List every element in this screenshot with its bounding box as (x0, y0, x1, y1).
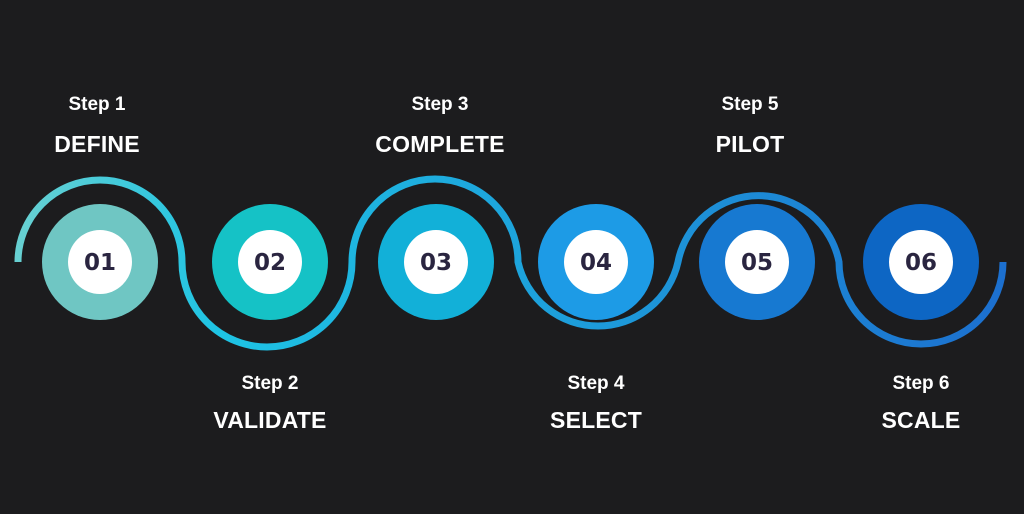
step-6-label: Step 6 (892, 373, 950, 394)
step-5-node: 05 (699, 204, 815, 320)
step-1-label: Step 1 (68, 94, 126, 115)
step-2-node: 02 (212, 204, 328, 320)
step-2-number: 02 (254, 250, 286, 276)
step-2-label: Step 2 (241, 373, 299, 394)
step-5-badge (725, 230, 789, 294)
step-6-title: SCALE (881, 407, 961, 433)
step-5-label: Step 5 (721, 94, 779, 115)
step-4-badge (564, 230, 628, 294)
step-6-badge (889, 230, 953, 294)
step-3-title: COMPLETE (375, 131, 505, 157)
step-4-number: 04 (580, 250, 612, 276)
step-1-number: 01 (84, 250, 116, 276)
wave-path (14, 175, 1007, 351)
step-1-title: DEFINE (54, 131, 140, 157)
step-4-title: SELECT (550, 407, 642, 433)
step-3-badge (404, 230, 468, 294)
step-6-number: 06 (905, 250, 937, 276)
step-1-badge (68, 230, 132, 294)
step-4-label: Step 4 (567, 373, 625, 394)
step-1-node: 01 (42, 204, 158, 320)
step-2-title: VALIDATE (213, 407, 327, 433)
step-3-label: Step 3 (411, 94, 469, 115)
step-6-node: 06 (863, 204, 979, 320)
step-3-number: 03 (420, 250, 452, 276)
step-2-badge (238, 230, 302, 294)
step-5-number: 05 (741, 250, 773, 276)
step-3-node: 03 (378, 204, 494, 320)
step-5-title: PILOT (715, 131, 785, 157)
step-4-node: 04 (538, 204, 654, 320)
